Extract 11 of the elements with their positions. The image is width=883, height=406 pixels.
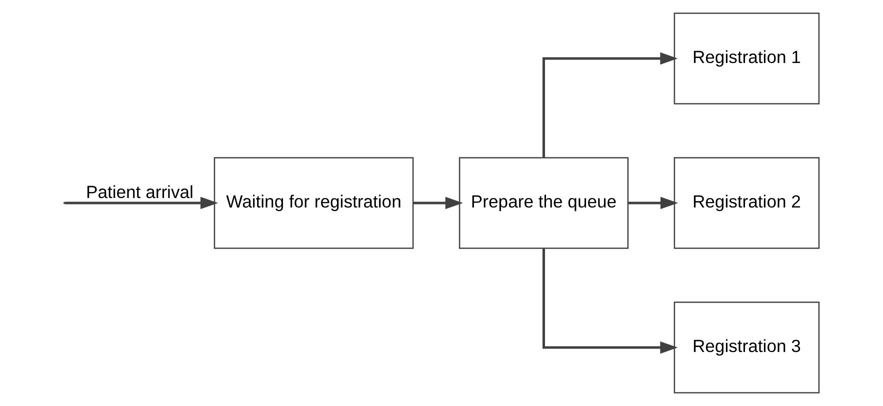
arrow [542,52,678,158]
edge-label: Patient arrival [86,182,194,202]
node-box: Registration 1 [674,12,820,104]
arrow [542,248,678,354]
arrow [413,196,463,210]
node-box: Prepare the queue [458,157,629,249]
arrow [65,196,218,210]
node-box: Registration 3 [674,302,820,394]
arrow [628,196,678,210]
node-box: Waiting for registration [214,157,414,249]
node-box: Registration 2 [674,157,820,249]
